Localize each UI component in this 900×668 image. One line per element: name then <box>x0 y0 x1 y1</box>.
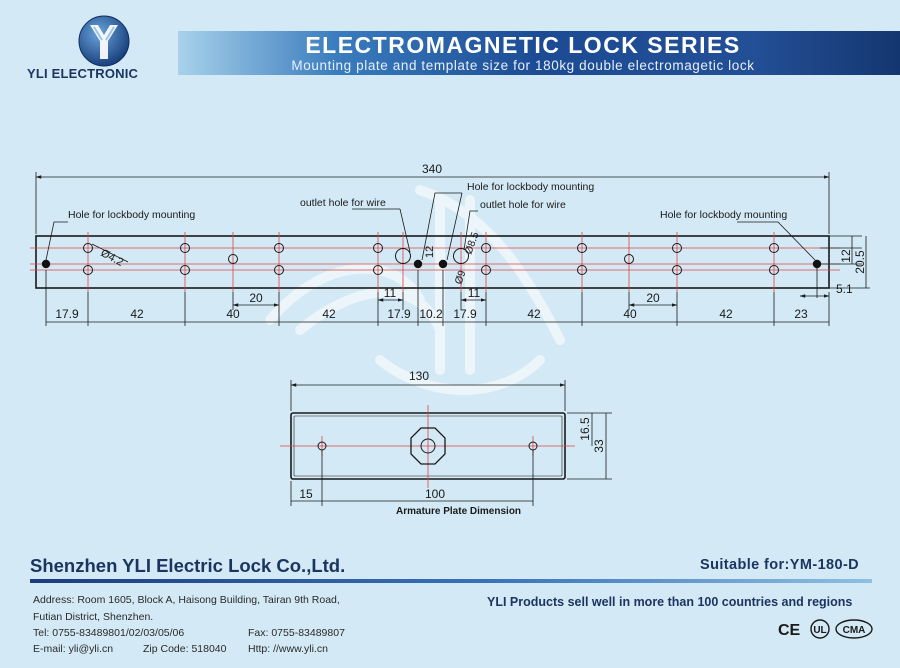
ul-mark: UL <box>813 625 826 636</box>
dim-upper-2: 11 <box>468 286 481 300</box>
cma-mark: CMA <box>843 625 866 636</box>
page-subtitle: Mounting plate and template size for 180… <box>291 58 755 73</box>
ce-mark: CE <box>778 622 801 639</box>
armature-caption: Armature Plate Dimension <box>396 506 522 517</box>
fax: Fax: 0755-83489807 <box>248 627 345 639</box>
dim-bottom-3: 42 <box>322 307 336 321</box>
email-link[interactable]: E-mail: yli@yli.cn <box>33 643 114 655</box>
suitable-model: Suitable for:YM-180-D <box>700 557 860 573</box>
header-banner <box>178 31 900 75</box>
dim-bottom-5: 10.2 <box>419 307 443 321</box>
dim-bottom-9: 42 <box>719 307 733 321</box>
dim-bottom-8: 40 <box>623 307 637 321</box>
page-title: ELECTROMAGNETIC LOCK SERIES <box>305 32 741 58</box>
dim-wire-dia-2: Ø9 <box>453 269 469 286</box>
brand-name: YLI ELECTRONIC <box>27 66 139 81</box>
label-hole-left: Hole for lockbody mounting <box>68 209 195 221</box>
dim-upper-0: 20 <box>249 291 263 305</box>
dim-upper-3: 20 <box>646 291 660 305</box>
label-hole-center: Hole for lockbody mounting <box>467 181 594 193</box>
tel: Tel: 0755-83489801/02/03/05/06 <box>33 627 185 639</box>
dim-hole-diameter: Ø4.2 <box>99 247 126 269</box>
footer-divider <box>30 579 872 583</box>
dim-bottom-10: 23 <box>794 307 808 321</box>
website-link[interactable]: Http: //www.yli.cn <box>248 643 328 655</box>
certification-marks: CE UL CMA <box>778 619 873 639</box>
address-line-1: Address: Room 1605, Block A, Haisong Bui… <box>33 594 340 606</box>
dim-bottom-0: 17.9 <box>55 307 79 321</box>
company-name: Shenzhen YLI Electric Lock Co.,Ltd. <box>30 555 346 576</box>
dim-bottom-2: 40 <box>226 307 240 321</box>
technical-drawing: 340 Hole for lockbody mounting outlet ho… <box>30 162 870 506</box>
lockbody-holes <box>41 259 822 269</box>
dim-armature-edge: 15 <box>299 487 313 501</box>
mounting-plate <box>30 232 840 292</box>
dim-overall-length: 340 <box>422 162 442 176</box>
label-outlet-right: outlet hole for wire <box>480 199 566 211</box>
label-hole-right: Hole for lockbody mounting <box>660 209 787 221</box>
wire-outlet-holes <box>395 248 469 264</box>
dim-armature-length: 130 <box>409 369 429 383</box>
dim-bottom-6: 17.9 <box>453 307 477 321</box>
dim-bottom-1: 42 <box>130 307 144 321</box>
yli-logo <box>78 15 130 67</box>
watermark-logo <box>265 185 565 395</box>
dim-right-1: 20.5 <box>853 250 867 274</box>
armature-plate <box>280 405 575 488</box>
dim-armature-height: 33 <box>592 439 606 453</box>
dim-armature-spacing: 100 <box>425 487 445 501</box>
dim-right-0: 12 <box>839 249 853 263</box>
hole-centerlines <box>87 232 775 292</box>
dim-right-2: 5.1 <box>836 282 853 296</box>
dim-armature-half-height: 16.5 <box>578 417 592 441</box>
dim-bottom-7: 42 <box>527 307 541 321</box>
dim-12-center: 12 <box>424 246 436 258</box>
label-outlet-left: outlet hole for wire <box>300 197 386 209</box>
dim-bottom-4: 17.9 <box>387 307 411 321</box>
zip-code: Zip Code: 518040 <box>143 643 227 655</box>
tagline: YLI Products sell well in more than 100 … <box>487 595 853 609</box>
mounting-holes <box>83 243 779 275</box>
dim-upper-1: 11 <box>384 286 397 300</box>
address-line-2: Futian District, Shenzhen. <box>33 611 154 623</box>
